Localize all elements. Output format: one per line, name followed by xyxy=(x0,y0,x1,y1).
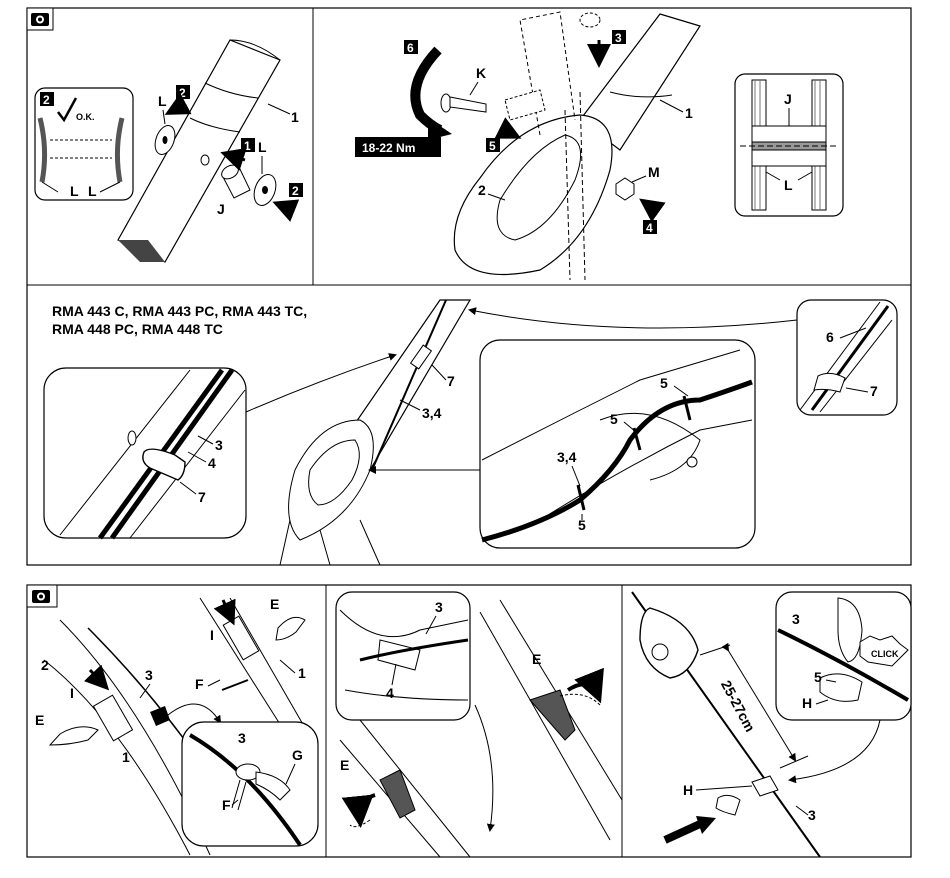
callout-label: G xyxy=(292,747,303,763)
cable-tie-detail xyxy=(797,300,897,415)
bolt-k xyxy=(441,94,486,112)
callout-label: 7 xyxy=(198,489,206,505)
callout-label: 25-27cm xyxy=(718,677,758,734)
panel-a-handle-tube xyxy=(118,40,280,262)
callout-label: L xyxy=(784,177,793,193)
callout-label: I xyxy=(70,685,74,701)
camera-icon xyxy=(27,8,53,30)
callout-label: 2 xyxy=(478,182,486,198)
callout-label: 6 xyxy=(407,41,414,55)
spacer-j xyxy=(219,162,250,198)
callout-label: 1 xyxy=(244,139,251,153)
callout-label: 5 xyxy=(610,411,618,427)
callout-label: E xyxy=(270,596,279,612)
camera-icon xyxy=(27,585,57,607)
callout-label: 3 xyxy=(145,667,153,683)
callout-label: RMA 443 C, RMA 443 PC, RMA 443 TC, xyxy=(52,303,307,319)
callout-label: 2 xyxy=(41,657,49,673)
nut-m xyxy=(616,178,634,200)
callout-label: 1 xyxy=(122,749,130,765)
callout-label: 5 xyxy=(489,139,496,153)
callout-label: E xyxy=(35,712,44,728)
callout-label: E xyxy=(532,651,541,667)
callout-label: 3 xyxy=(792,611,800,627)
callout-label: L xyxy=(158,93,167,109)
callout-label: L xyxy=(70,183,79,199)
callout-label: 7 xyxy=(870,383,878,399)
callout-label: 3 xyxy=(615,31,622,45)
callout-label: 3 xyxy=(435,599,443,615)
callout-label: 18-22 Nm xyxy=(362,141,415,155)
callout-label: J xyxy=(784,91,792,107)
callout-label: 3,4 xyxy=(422,405,442,421)
callout-label: F xyxy=(195,676,204,692)
callout-label: 1 xyxy=(298,665,306,681)
cable-clip-detail xyxy=(44,368,246,538)
callout-label: 7 xyxy=(447,373,455,389)
callout-label: 4 xyxy=(646,221,653,235)
callout-label: 3 xyxy=(238,730,246,746)
callout-label: I xyxy=(210,627,214,643)
callout-label: M xyxy=(648,164,660,180)
callout-label: 2 xyxy=(292,184,299,198)
callout-label: L xyxy=(258,139,267,155)
panel-c-handle xyxy=(280,300,470,565)
callout-label: 2 xyxy=(43,93,50,107)
callout-label: F xyxy=(222,797,231,813)
callout-label: CLICK xyxy=(871,649,899,659)
callout-label: H xyxy=(802,695,812,711)
callout-label: 5 xyxy=(814,669,822,685)
callout-label: RMA 448 PC, RMA 448 TC xyxy=(52,321,223,337)
callout-label: 6 xyxy=(826,329,834,345)
ok-detail-box: 2 O.K. L L xyxy=(35,88,133,200)
callout-label: 3,4 xyxy=(557,449,577,465)
cable-guide-detail xyxy=(480,340,755,548)
callout-label: 4 xyxy=(208,455,216,471)
callout-label: 1 xyxy=(291,109,299,125)
callout-label: H xyxy=(683,782,693,798)
washer-right xyxy=(250,172,280,209)
callout-label: 3 xyxy=(215,437,223,453)
callout-label: J xyxy=(217,201,225,217)
callout-label: L xyxy=(88,183,97,199)
callout-label: 4 xyxy=(386,685,394,701)
callout-label: 2 xyxy=(179,86,186,100)
callout-label: 1 xyxy=(685,105,693,121)
callout-label: E xyxy=(340,757,349,773)
bolt-detail xyxy=(182,722,318,846)
panel-e-clamp-detail xyxy=(336,592,470,720)
callout-label: 3 xyxy=(808,807,816,823)
callout-label: K xyxy=(476,65,486,81)
spacer-detail-box: J L xyxy=(735,74,843,216)
callout-label: 5 xyxy=(660,375,668,391)
callout-label: O.K. xyxy=(76,112,95,122)
